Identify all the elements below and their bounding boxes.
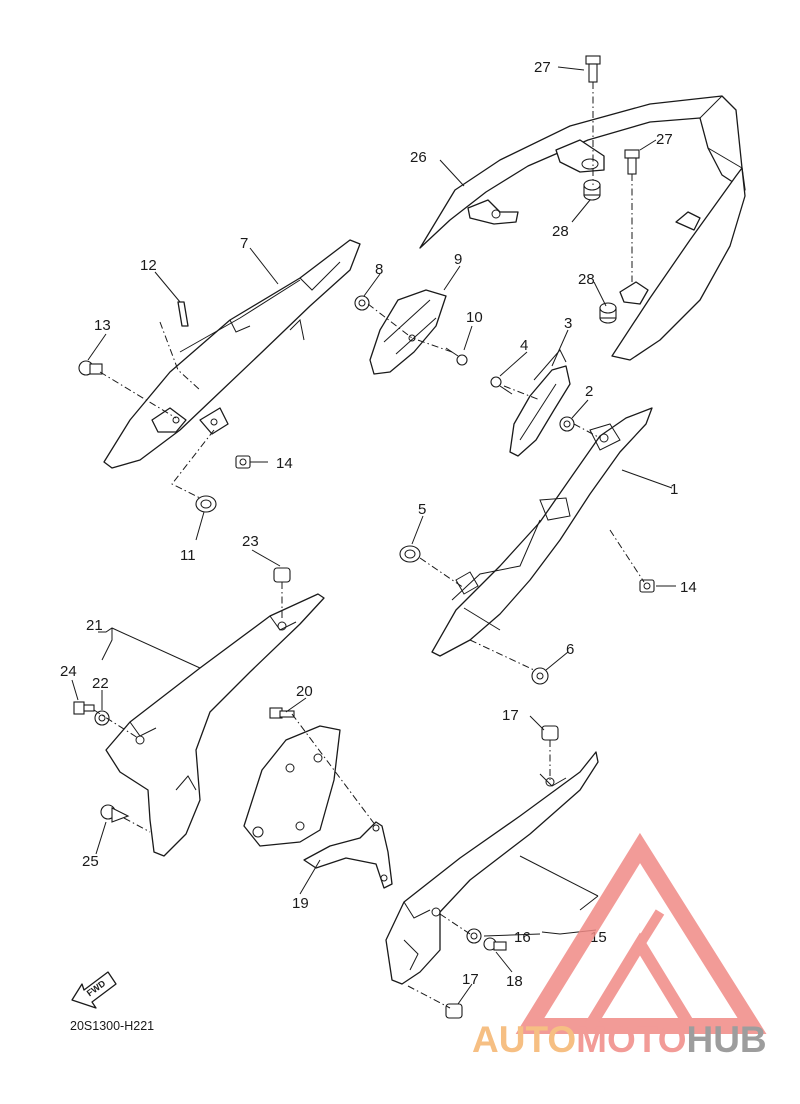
callout-19: 19 — [292, 895, 309, 912]
callout-20: 20 — [296, 683, 313, 700]
fwd-arrow-icon: FWD — [71, 971, 117, 1009]
part-9-bracket — [369, 289, 447, 375]
assembly-lines — [93, 82, 645, 1009]
part-4-screw — [490, 376, 513, 395]
callout-18: 18 — [506, 973, 523, 990]
callout-10: 10 — [466, 309, 483, 326]
callout-1: 1 — [670, 481, 678, 498]
part-13-rivet — [78, 360, 103, 376]
part-17-grommet-top — [541, 725, 559, 741]
callout-23: 23 — [242, 533, 259, 550]
part-1-side-cover — [431, 407, 653, 657]
callout-27: 27 — [534, 59, 551, 76]
part-8-collar — [354, 295, 370, 311]
part-14-nut-right — [639, 579, 655, 593]
callout-11: 11 — [180, 547, 196, 564]
callout-3: 3 — [564, 315, 572, 332]
callout-13: 13 — [94, 317, 111, 334]
part-22-collar — [94, 710, 110, 726]
callout-8: 8 — [375, 261, 383, 278]
part-25-rivet — [100, 804, 130, 823]
part-7-side-cover — [103, 239, 361, 469]
callout-17: 17 — [462, 971, 479, 988]
part-2-collar — [559, 416, 575, 432]
part-12-clip — [177, 301, 189, 327]
part-17-grommet-bottom — [445, 1003, 463, 1019]
callout-25: 25 — [82, 853, 99, 870]
part-11-grommet — [195, 495, 217, 513]
fasteners — [73, 55, 655, 1019]
part-3-bracket — [509, 349, 571, 457]
watermark-text: AUTOMOTOHUB — [472, 1019, 767, 1060]
drawing-code: 20S1300-H221 — [70, 1019, 154, 1033]
callout-28: 28 — [578, 271, 595, 288]
callout-22: 22 — [92, 675, 109, 692]
callout-12: 12 — [140, 257, 157, 274]
part-21-side-cover — [105, 593, 325, 857]
part-27-bolt-top — [585, 55, 601, 83]
callout-14: 14 — [680, 579, 697, 596]
part-20-panel — [243, 725, 341, 847]
part-28-collar-b — [599, 302, 617, 324]
callout-2: 2 — [585, 383, 593, 400]
part-27-bolt-right — [624, 149, 640, 175]
callout-9: 9 — [454, 251, 462, 268]
part-24-screw — [73, 701, 95, 715]
callout-28: 28 — [552, 223, 569, 240]
callout-21: 21 — [86, 617, 103, 634]
part-19-bracket — [303, 821, 393, 889]
part-23-grommet — [273, 567, 291, 583]
part-5-grommet — [399, 545, 421, 563]
callout-5: 5 — [418, 501, 426, 518]
callout-16: 16 — [514, 929, 531, 946]
callout-6: 6 — [566, 641, 574, 658]
callout-4: 4 — [520, 337, 528, 354]
callout-14: 14 — [276, 455, 293, 472]
part-14-nut-left — [235, 455, 251, 469]
part-28-collar-a — [583, 179, 601, 201]
callout-7: 7 — [240, 235, 248, 252]
part-26-grab-bar — [419, 95, 746, 361]
callout-26: 26 — [410, 149, 427, 166]
callout-17: 17 — [502, 707, 519, 724]
part-6-rivet — [531, 667, 549, 685]
leader-lines — [71, 66, 676, 1005]
part-18-screw — [483, 937, 507, 951]
callout-24: 24 — [60, 663, 77, 680]
watermark: AUTOMOTOHUB — [472, 832, 767, 1060]
part-10-screw — [445, 347, 468, 366]
callout-27: 27 — [656, 131, 673, 148]
part-16-collar — [466, 928, 482, 944]
watermark-logo-icon — [515, 832, 767, 1034]
part-15-side-cover — [385, 751, 599, 985]
